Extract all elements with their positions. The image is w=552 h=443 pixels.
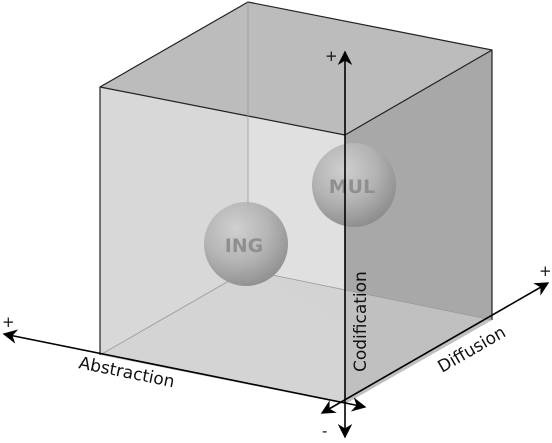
origin-minus-sign: - — [322, 422, 327, 440]
sphere-mul-ball — [312, 143, 396, 227]
abstraction-axis — [2, 329, 367, 412]
sphere-ing-label: ING — [225, 235, 264, 257]
abstraction-plus-sign: + — [2, 313, 15, 331]
axes — [2, 50, 550, 439]
sphere-mul-label: MUL — [329, 176, 375, 198]
cube — [99, 1, 493, 404]
sphere-ing: ING — [204, 202, 288, 286]
diffusion-axis — [320, 282, 550, 414]
codification-label: Codification — [351, 271, 371, 372]
cube-edge-top-right — [344, 49, 493, 136]
cube-edge-top-front — [99, 86, 346, 136]
sphere-ing-ball — [204, 202, 288, 286]
sphere-mul: MUL — [312, 143, 396, 227]
diffusion-plus-sign: + — [539, 262, 552, 280]
codification-plus-sign: + — [325, 47, 338, 65]
cube-top-face — [100, 2, 492, 135]
